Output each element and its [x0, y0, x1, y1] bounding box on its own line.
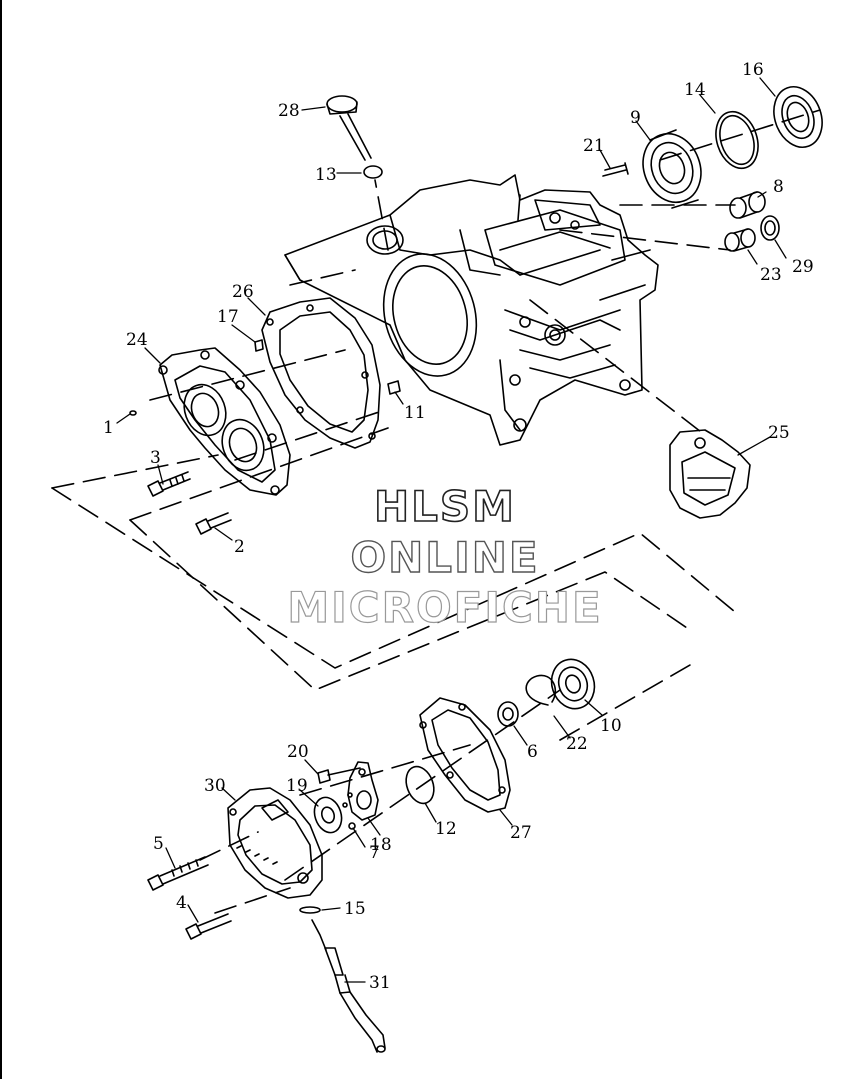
part-22-retaining-ring: [525, 674, 557, 706]
callout-25: 25: [768, 423, 790, 443]
callout-30: 30: [204, 776, 226, 796]
callout-13: 13: [315, 165, 337, 185]
part-10-bearing: [550, 658, 596, 710]
callout-9: 9: [630, 108, 641, 128]
part-1-dowel: [129, 410, 137, 416]
callout-24: 24: [126, 330, 148, 350]
part-12-retaining-ring: [405, 765, 435, 805]
callout-2: 2: [234, 537, 245, 557]
part-28-dipstick: [326, 95, 372, 161]
part-21-screw: [602, 162, 629, 177]
callout-21: 21: [583, 136, 605, 156]
part-5-bolt: [147, 856, 209, 891]
part-23-bushing: [724, 228, 756, 252]
part-8-bushing: [729, 191, 766, 219]
part-14-retaining-ring: [715, 110, 759, 170]
callout-17: 17: [217, 307, 239, 327]
callout-18: 18: [370, 835, 392, 855]
callout-5: 5: [153, 834, 164, 854]
callout-31: 31: [369, 973, 391, 993]
part-6-bearing: [497, 701, 519, 727]
callout-20: 20: [287, 742, 309, 762]
part-24-side-door: [158, 347, 291, 496]
callout-10: 10: [600, 716, 622, 736]
leader-lines: [116, 77, 787, 983]
callout-19: 19: [286, 776, 308, 796]
part-4-bolt: [185, 913, 232, 940]
part-9-bearing: [642, 129, 702, 209]
transmission-housing: [284, 174, 659, 446]
part-25-gasket: [669, 429, 751, 519]
part-3-bolt: [147, 471, 191, 497]
callout-28: 28: [278, 101, 300, 121]
part-20-pin: [317, 767, 361, 784]
part-26-gasket: [261, 297, 381, 449]
part-15-o-ring: [299, 906, 321, 914]
callout-23: 23: [760, 265, 782, 285]
callout-27: 27: [510, 823, 532, 843]
part-2-bolt: [195, 512, 232, 535]
callout-22: 22: [566, 734, 588, 754]
part-29-seal: [760, 215, 780, 241]
part-30-top-cover: [227, 787, 323, 899]
part-7-pin: [342, 792, 356, 830]
callout-11: 11: [404, 403, 426, 423]
callout-6: 6: [527, 742, 538, 762]
callout-7: 7: [369, 843, 380, 863]
callout-labels: 28 13 9 21 14 16 8 23 29 26 17 24 1 11 3…: [103, 60, 814, 993]
part-27-gasket: [419, 697, 511, 813]
callout-3: 3: [150, 448, 161, 468]
callout-8: 8: [773, 177, 784, 197]
part-13-o-ring: [363, 165, 383, 179]
part-16-seal: [773, 86, 823, 148]
page-border-left: [0, 0, 2, 1079]
callout-15: 15: [344, 899, 366, 919]
callout-29: 29: [792, 257, 814, 277]
part-18-shifter-lever: [347, 761, 379, 821]
part-11-dowel: [387, 380, 401, 395]
part-17-dowel: [254, 339, 264, 352]
callout-16: 16: [742, 60, 764, 80]
callout-4: 4: [176, 893, 187, 913]
part-19-washer: [313, 796, 343, 834]
callout-26: 26: [232, 282, 254, 302]
callout-1: 1: [103, 418, 114, 438]
part-31-vent-hose: [311, 919, 386, 1053]
assembly-lines: [51, 109, 821, 914]
callout-14: 14: [684, 80, 706, 100]
callout-12: 12: [435, 819, 457, 839]
